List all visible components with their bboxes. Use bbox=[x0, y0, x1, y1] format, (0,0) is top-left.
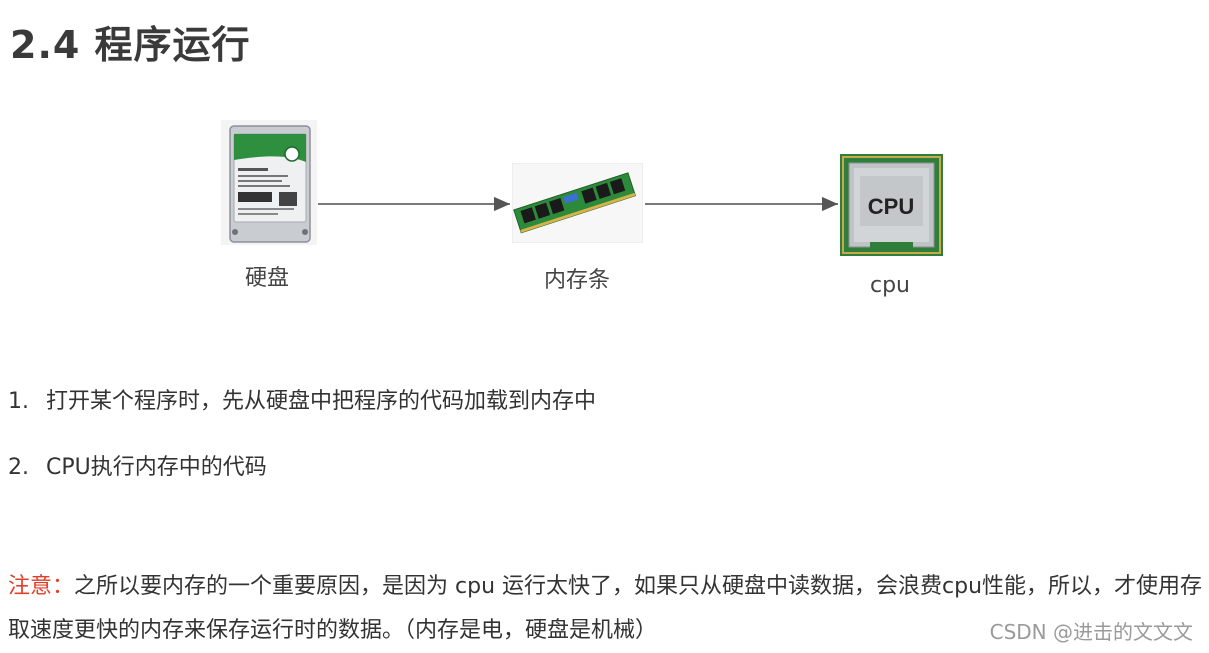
cpu-chip-icon: CPU bbox=[840, 154, 943, 256]
cpu-node: CPU bbox=[840, 154, 943, 256]
page-title: 2.4 程序运行 bbox=[10, 23, 251, 67]
step-item: 2. CPU执行内存中的代码 bbox=[8, 449, 267, 481]
step-number: 2. bbox=[8, 455, 29, 480]
step-item: 1. 打开某个程序时，先从硬盘中把程序的代码加载到内存中 bbox=[8, 383, 596, 415]
watermark: CSDN @进击的文文文 bbox=[987, 616, 1195, 645]
hard-drive-icon bbox=[221, 120, 317, 245]
cpu-chip-text: CPU bbox=[868, 194, 914, 219]
note-paragraph: 注意：之所以要内存的一个重要原因，是因为 cpu 运行太快了，如果只从硬盘中读数… bbox=[8, 565, 1203, 653]
ram-stick-icon bbox=[511, 162, 644, 244]
ram-label: 内存条 bbox=[544, 268, 611, 293]
cpu-label: cpu bbox=[870, 273, 911, 298]
note-text: 之所以要内存的一个重要原因，是因为 cpu 运行太快了，如果只从硬盘中读数据，会… bbox=[8, 574, 1203, 643]
step-text: CPU执行内存中的代码 bbox=[46, 455, 267, 480]
step-number: 1. bbox=[8, 389, 29, 414]
hard-drive-label: 硬盘 bbox=[245, 266, 290, 291]
note-label: 注意： bbox=[8, 574, 75, 599]
step-text: 打开某个程序时，先从硬盘中把程序的代码加载到内存中 bbox=[46, 389, 597, 414]
hard-drive-node bbox=[221, 120, 317, 245]
ram-node bbox=[511, 162, 644, 244]
